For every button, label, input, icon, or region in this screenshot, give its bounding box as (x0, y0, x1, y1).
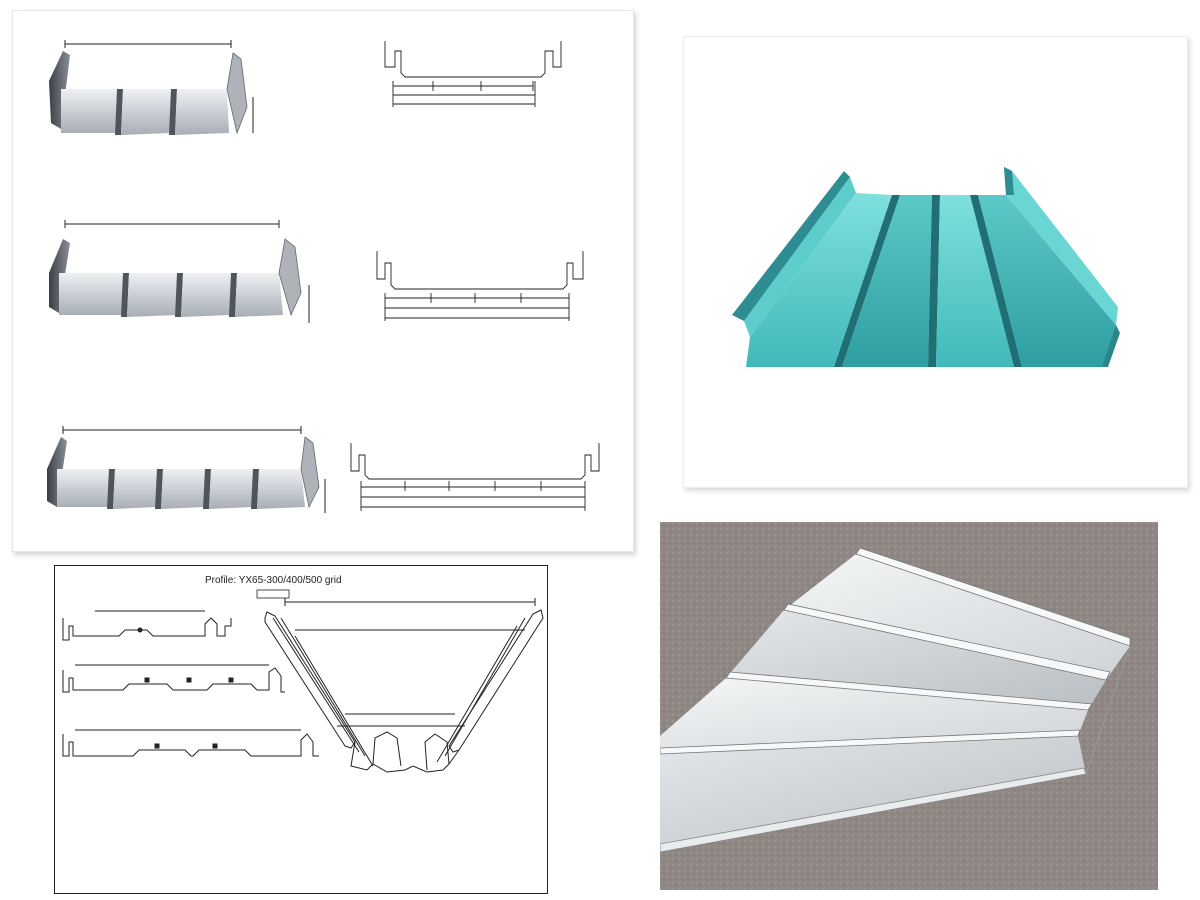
profile-sheet-drawing (47, 40, 600, 513)
section-profile-500 (62, 729, 319, 757)
teal-panel-photo (683, 36, 1188, 488)
teal-standing-seam-panel (732, 167, 1120, 367)
section-drawing-3-pan (384, 41, 562, 107)
drawing-title: Profile: YX65-300/400/500 grid (205, 575, 342, 586)
metal-sheet-photo (660, 522, 1158, 890)
section-profile-300 (62, 610, 232, 641)
section-drawing-4-pan (376, 251, 584, 321)
profile-render-5-pan (47, 426, 326, 513)
profile-technical-drawing: Profile: YX65-300/400/500 grid (62, 575, 544, 773)
v-profile-drawing (264, 598, 544, 773)
metal-sheet-on-carpet (660, 522, 1158, 890)
profile-render-3-pan (49, 40, 254, 135)
technical-drawing-panel: Profile: YX65-300/400/500 grid (54, 565, 548, 894)
section-profile-400 (62, 664, 285, 693)
profile-render-4-pan (49, 220, 310, 323)
section-drawing-5-pan (350, 443, 600, 511)
profile-sheet-panel (12, 10, 634, 552)
